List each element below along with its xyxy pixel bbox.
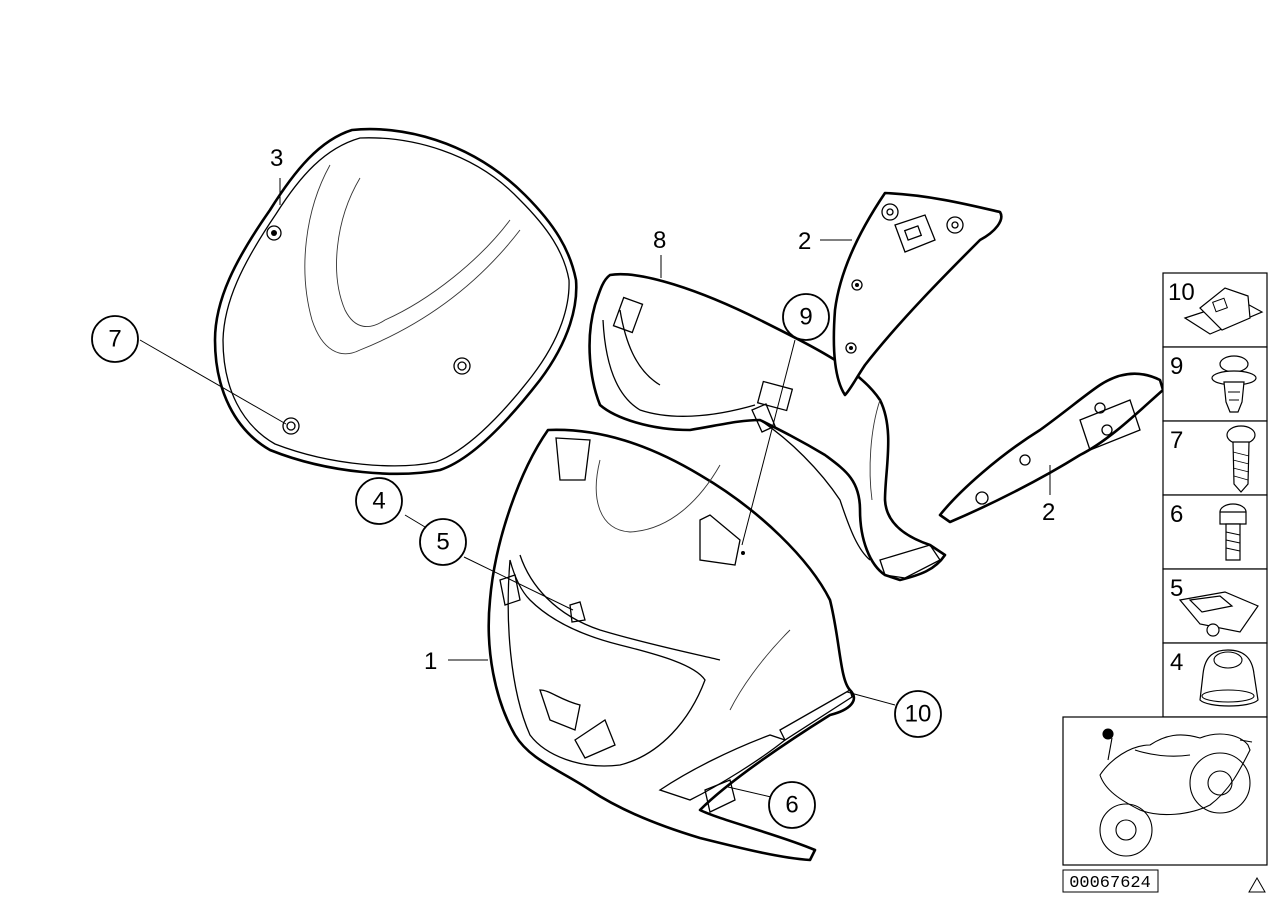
bracket-lower-part bbox=[938, 372, 1165, 524]
windscreen-part bbox=[213, 127, 578, 476]
spring-clip-icon bbox=[1178, 591, 1259, 637]
label-part-1: 1 bbox=[424, 648, 437, 675]
inner-fairing-part bbox=[588, 272, 947, 582]
triangle-marker-icon bbox=[1248, 876, 1266, 893]
callout-6: 6 bbox=[768, 781, 816, 829]
callout-10-text: 10 bbox=[905, 701, 932, 728]
grommet-icon bbox=[1199, 649, 1259, 707]
bracket-upper-part bbox=[832, 191, 1003, 397]
label-part-2-upper: 2 bbox=[798, 228, 811, 255]
tapping-screw-icon bbox=[1226, 425, 1256, 493]
callout-5-text: 5 bbox=[436, 529, 449, 556]
clip-nut-icon bbox=[1183, 287, 1264, 335]
motorcycle-icon bbox=[1099, 728, 1253, 857]
doc-number: 00067624 bbox=[1069, 874, 1151, 893]
callout-10: 10 bbox=[894, 690, 942, 738]
legend-label-6: 6 bbox=[1170, 501, 1183, 528]
doc-number-box: 00067624 bbox=[1062, 869, 1159, 893]
legend-label-4: 4 bbox=[1170, 649, 1183, 676]
label-part-8: 8 bbox=[653, 227, 666, 254]
front-fairing-part bbox=[487, 428, 856, 862]
callout-6-text: 6 bbox=[785, 792, 798, 819]
legend-label-9: 9 bbox=[1170, 353, 1183, 380]
legend-label-10: 10 bbox=[1168, 279, 1195, 306]
expanding-rivet-icon bbox=[1211, 355, 1257, 413]
callout-5: 5 bbox=[419, 518, 467, 566]
legend-label-5: 5 bbox=[1170, 575, 1183, 602]
leader-lines bbox=[139, 178, 1051, 798]
fastener-legend: 10 9 7 6 5 4 bbox=[1162, 272, 1268, 718]
legend-label-7: 7 bbox=[1170, 427, 1183, 454]
callout-7-text: 7 bbox=[108, 326, 121, 353]
callout-9-text: 9 bbox=[799, 304, 812, 331]
callout-7: 7 bbox=[91, 315, 139, 363]
callout-9: 9 bbox=[782, 293, 830, 341]
callout-4-text: 4 bbox=[372, 488, 385, 515]
callout-4: 4 bbox=[355, 477, 403, 525]
label-part-3: 3 bbox=[270, 145, 283, 172]
machine-screw-icon bbox=[1219, 503, 1247, 561]
motorcycle-thumbnail bbox=[1062, 716, 1268, 866]
label-part-2-lower: 2 bbox=[1042, 499, 1055, 526]
